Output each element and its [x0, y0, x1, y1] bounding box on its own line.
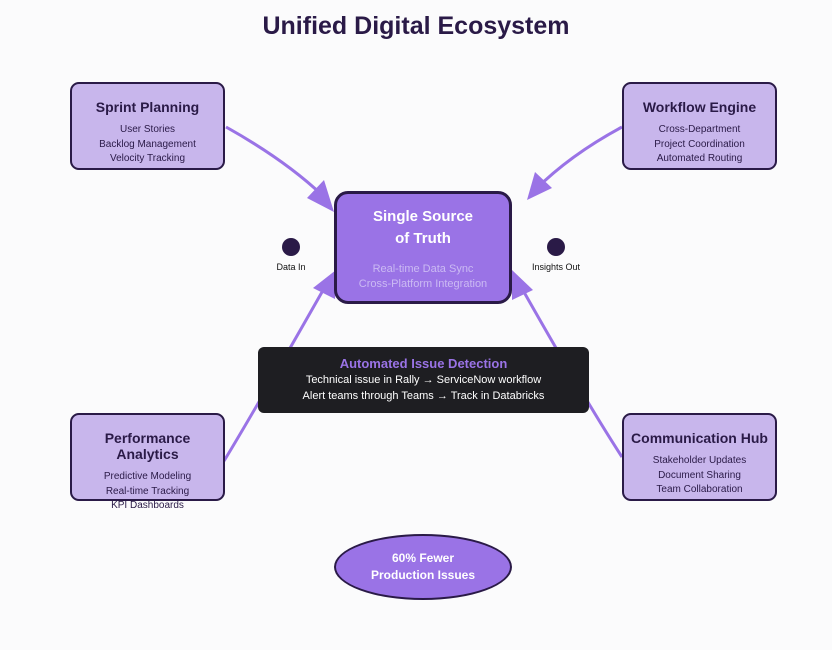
outcome-ellipse: 60% Fewer Production Issues	[334, 534, 512, 600]
diagram-title: Unified Digital Ecosystem	[262, 12, 570, 40]
connector-workflow-to-center	[533, 125, 623, 192]
module-item: Real-time Tracking	[105, 485, 190, 497]
module-item: Backlog Management	[99, 138, 196, 150]
module-item: Project Coordination	[654, 138, 745, 150]
module-item: Team Collaboration	[656, 484, 743, 496]
data-in-label: Data In	[276, 262, 306, 272]
outcome-line1: 60% Fewer	[391, 551, 455, 565]
module-workflow-engine: Workflow Engine Cross-Department Project…	[622, 82, 777, 170]
center-title-line2: of Truth	[395, 230, 451, 247]
module-item: Cross-Department	[658, 124, 741, 135]
module-item: Velocity Tracking	[109, 153, 186, 165]
arrowhead-hub	[512, 270, 533, 300]
module-communication-hub: Communication Hub Stakeholder Updates Do…	[622, 413, 777, 501]
module-sprint-planning: Sprint Planning User Stories Backlog Man…	[70, 82, 225, 170]
center-item: Cross-Platform Integration	[358, 278, 488, 290]
issue-detection-title: Automated Issue Detection	[339, 356, 508, 371]
module-item: KPI Dashboards	[111, 500, 184, 512]
single-source-of-truth-node: Single Source of Truth Real-time Data Sy…	[334, 191, 512, 304]
module-item: Predictive Modeling	[103, 471, 192, 482]
module-item: Automated Routing	[656, 153, 743, 165]
module-title: Communication Hub	[631, 430, 768, 446]
insights-out-dot	[547, 238, 565, 256]
arrowhead-analytics	[313, 270, 336, 299]
outcome-line2: Production Issues	[370, 568, 476, 582]
arrowhead-sprint	[307, 180, 334, 212]
issue-detection-panel: Automated Issue Detection Technical issu…	[258, 347, 589, 413]
issue-detection-line: Technical issue in Rally → ServiceNow wo…	[305, 374, 542, 386]
center-title-line1: Single Source	[372, 208, 474, 225]
module-item: Document Sharing	[658, 469, 741, 481]
module-title: Performance Analytics	[104, 430, 191, 462]
center-item: Real-time Data Sync	[372, 263, 474, 275]
issue-detection-line: Alert teams through Teams → Track in Dat…	[302, 390, 545, 402]
insights-out-label: Insights Out	[531, 262, 581, 272]
data-in-dot	[282, 238, 300, 256]
arrowhead-workflow	[527, 172, 552, 200]
module-performance-analytics: Performance Analytics Predictive Modelin…	[70, 413, 225, 511]
module-item: User Stories	[119, 124, 175, 135]
connector-sprint-to-center	[225, 125, 324, 197]
module-item: Stakeholder Updates	[652, 455, 747, 466]
module-title: Workflow Engine	[642, 99, 757, 115]
module-title: Sprint Planning	[95, 99, 200, 115]
